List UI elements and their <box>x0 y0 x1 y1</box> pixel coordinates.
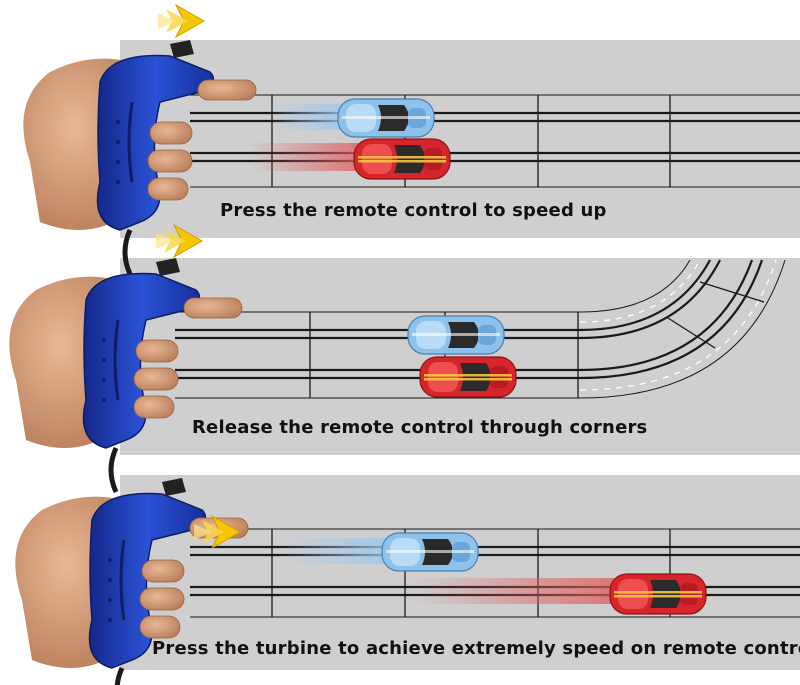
blue-race-car-icon <box>407 315 505 355</box>
red-race-car-icon <box>609 573 707 615</box>
track-panel-1 <box>120 40 800 238</box>
blue-race-car-icon <box>337 98 435 138</box>
speed-arrow-icon <box>155 224 203 258</box>
track-panel-3 <box>120 475 800 670</box>
hand-controller-icon <box>23 40 256 274</box>
red-race-car-icon <box>353 138 451 180</box>
speed-arrow-icon <box>157 4 205 38</box>
red-race-car-icon <box>419 356 517 398</box>
red-car-motion-blur <box>410 578 615 604</box>
hand-controller-icon <box>9 258 242 492</box>
caption-turbine: Press the turbine to achieve extremely s… <box>152 638 800 659</box>
blue-race-car-icon <box>381 532 479 572</box>
caption-corners: Release the remote control through corne… <box>192 417 648 438</box>
blue-car-motion-blur <box>270 104 345 130</box>
blue-car-motion-blur <box>280 538 390 564</box>
panel-2-track <box>175 311 580 399</box>
red-car-motion-blur <box>250 143 360 171</box>
curved-track-icon <box>579 259 786 399</box>
caption-speed-up: Press the remote control to speed up <box>220 200 607 221</box>
